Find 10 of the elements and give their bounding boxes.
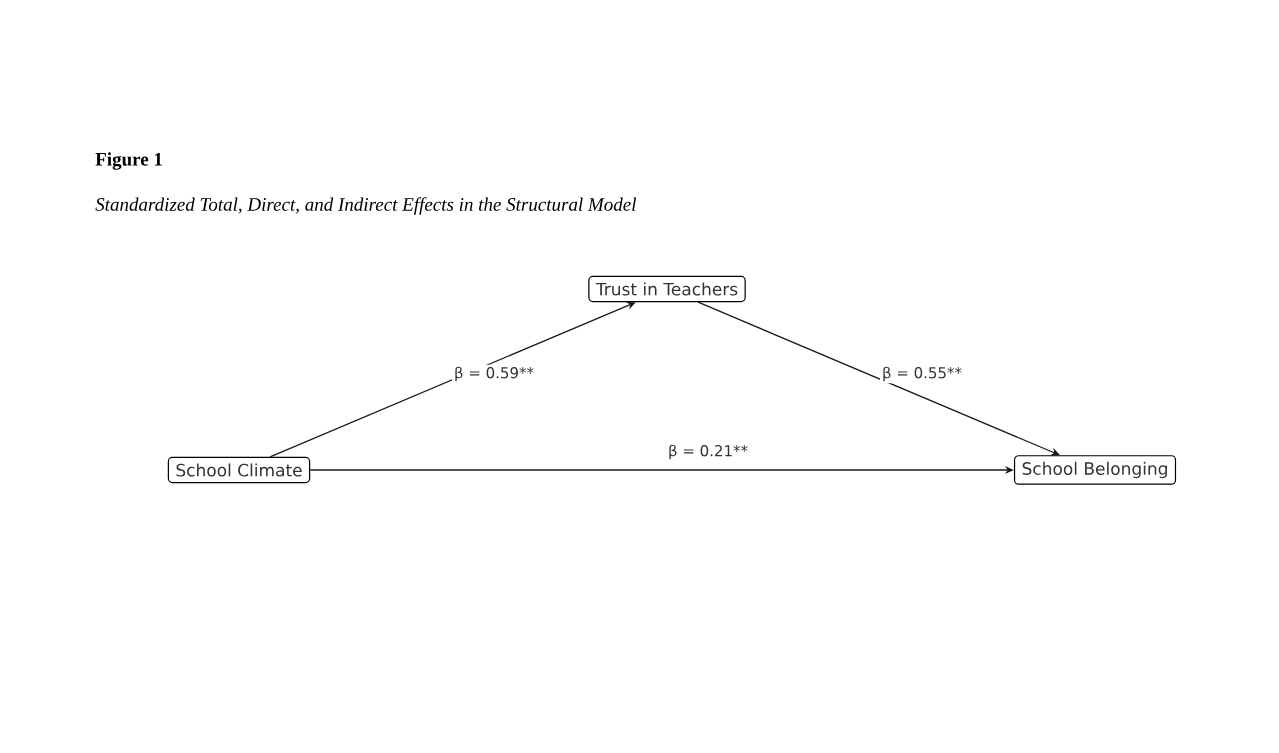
- edge-label: β = 0.55**: [879, 364, 965, 384]
- arrow: [269, 301, 636, 458]
- variable-box: Trust in Teachers: [588, 275, 746, 303]
- variable-box: School Belonging: [1013, 455, 1177, 485]
- figure-title: Figure 1: [95, 152, 162, 170]
- edge-label: β = 0.59**: [451, 364, 537, 384]
- edge-label: β = 0.21**: [665, 442, 751, 462]
- arrow: [697, 301, 1060, 456]
- variable-box: School Climate: [167, 456, 311, 484]
- figure-caption: Standardized Total, Direct, and Indirect Effects in the Structural Model: [95, 197, 637, 215]
